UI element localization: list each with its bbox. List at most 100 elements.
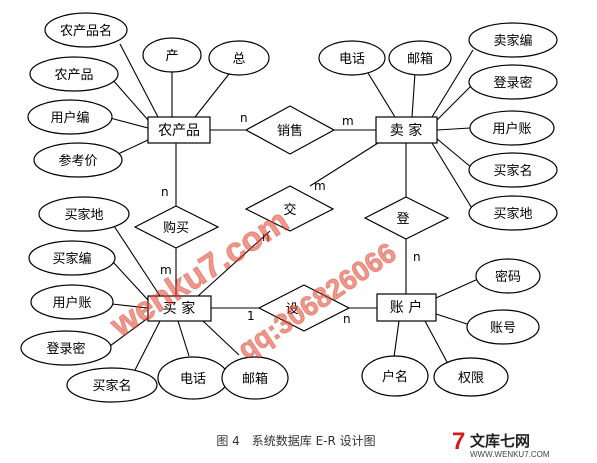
attribute-ellipse: [468, 152, 558, 188]
attribute-label: 户名: [382, 369, 408, 385]
attribute-ellipse: [66, 367, 158, 403]
edges: [109, 43, 479, 373]
edge-jiaoyi-buyer: [197, 230, 271, 297]
edge-buyer-yonghuzhang: [111, 303, 149, 309]
attribute-label: 电话: [180, 372, 206, 387]
relationship-she: 设: [257, 284, 351, 332]
entity-buyer: 买 家: [147, 295, 212, 322]
attribute-ellipse: [20, 330, 112, 366]
edge-buyer-youxiang: [202, 320, 240, 356]
entity-box: [375, 116, 438, 144]
relationship-label: 设: [285, 302, 298, 317]
attribute-label: 用户编: [50, 110, 89, 126]
entity-box: [147, 116, 211, 144]
attribute-label: 买家编: [52, 251, 91, 267]
attribute-buyer-denglumi: 登录密: [20, 330, 112, 366]
relationship-diamond: [244, 105, 336, 155]
attribute-buyer-maijiabian: 买家编: [28, 240, 116, 276]
attribute-ellipse: [318, 40, 386, 76]
cardinalities: n m n m m n n 1 n: [160, 111, 421, 326]
entity-seller: 卖 家: [375, 116, 438, 144]
attribute-nongchanpin-zong: 总: [208, 40, 270, 76]
attribute-seller-denglumi: 登录密: [468, 64, 558, 100]
attribute-account-huming: 户名: [361, 355, 429, 397]
attribute-nongchanpin-cankaojia: 参考价: [33, 142, 123, 178]
attribute-nongchanpin-nongchanpin: 农产品: [29, 56, 119, 92]
cardinality-jiaoyi-top: m: [314, 179, 326, 193]
attribute-ellipse: [208, 40, 270, 76]
attribute-account-quanxian: 权限: [433, 357, 509, 397]
edge-nongchanpin-name: [119, 43, 159, 118]
edge-seller-denglumi: [435, 84, 473, 122]
attribute-ellipse: [28, 240, 116, 276]
attribute-account-mima: 密码: [475, 258, 541, 294]
attribute-label: 总: [232, 52, 245, 67]
relationship-diamond: [133, 205, 220, 249]
attribute-seller-yonghuzhang: 用户账: [469, 110, 555, 146]
attribute-ellipse: [29, 56, 119, 92]
attribute-buyer-yonghuzhang: 用户账: [30, 284, 114, 320]
attribute-seller-maijiaming: 买家名: [468, 152, 558, 188]
site-logo: 7 文库七网 WWW.WENKU7.COM: [452, 428, 550, 459]
edge-seller-maijiabian: [431, 49, 474, 118]
attribute-ellipse: [388, 40, 452, 76]
edge-buyer-maijiabian: [112, 261, 149, 301]
attribute-label: 邮箱: [407, 51, 433, 67]
edge-nongchanpin-cankaojia: [117, 139, 149, 155]
attribute-seller-maijiabian: 卖家编: [468, 22, 558, 58]
relationship-diamond: [257, 284, 351, 332]
attribute-ellipse: [466, 309, 540, 345]
attribute-label: 买家名: [493, 163, 532, 179]
attribute-label: 用户账: [52, 295, 91, 311]
edge-buyer-denglumi: [109, 317, 149, 347]
attribute-buyer-dianhua: 电话: [157, 356, 229, 400]
attribute-label: 买家地: [64, 207, 103, 223]
edge-account-zhanghao: [435, 313, 468, 325]
attribute-label: 账号: [490, 321, 516, 336]
cardinality-she-left: 1: [247, 309, 255, 323]
attribute-buyer-maijiaming: 买家名: [66, 367, 158, 403]
attribute-label: 买家地: [493, 206, 532, 222]
relationship-label: 登: [396, 212, 409, 227]
relationship-label: 交: [283, 202, 296, 218]
attribute-label: 邮箱: [242, 371, 268, 387]
attribute-label: 农产品: [54, 68, 93, 83]
entity-account: 账 户: [376, 293, 437, 322]
attribute-ellipse: [38, 196, 130, 232]
cardinality-dengji: n: [413, 250, 421, 264]
relationship-label: 购买: [163, 220, 189, 236]
edge-buyer-maijiaming: [133, 320, 161, 373]
attribute-ellipse: [44, 12, 128, 48]
edge-seller-dianhua: [367, 72, 396, 118]
attribute-label: 登录密: [493, 75, 532, 91]
attribute-ellipse: [142, 37, 202, 73]
attribute-ellipse: [221, 356, 289, 400]
attribute-nongchanpin-name: 农产品名: [44, 12, 128, 48]
attribute-ellipse: [469, 110, 555, 146]
attribute-label: 用户账: [492, 121, 531, 137]
attribute-ellipse: [475, 258, 541, 294]
attribute-ellipse: [361, 355, 429, 397]
attribute-nongchanpin-yonghubian: 用户编: [27, 99, 113, 135]
relationship-dengji: 登: [363, 196, 450, 240]
attribute-label: 密码: [495, 269, 521, 285]
attribute-nongchanpin-chan: 产: [142, 37, 202, 73]
edge-account-huming: [393, 320, 400, 358]
edge-account-mima: [435, 278, 479, 299]
edge-seller-jiaoyi: [309, 142, 379, 187]
edge-seller-maijiaming: [435, 137, 473, 169]
cardinality-goumai-bottom: m: [160, 263, 172, 277]
attribute-ellipse: [468, 64, 558, 100]
attribute-label: 电话: [339, 52, 365, 67]
attribute-ellipse: [27, 99, 113, 135]
attribute-ellipse: [468, 22, 558, 58]
attribute-label: 农产品名: [60, 23, 112, 39]
logo-url: WWW.WENKU7.COM: [470, 450, 550, 459]
attribute-account-zhanghao: 账号: [466, 309, 540, 345]
cardinality-goumai-top: n: [161, 185, 169, 199]
edge-seller-youxiang: [411, 72, 416, 118]
attribute-ellipse: [33, 142, 123, 178]
logo-mark: 7: [452, 428, 465, 455]
edge-seller-yonghuzhang: [436, 127, 471, 131]
